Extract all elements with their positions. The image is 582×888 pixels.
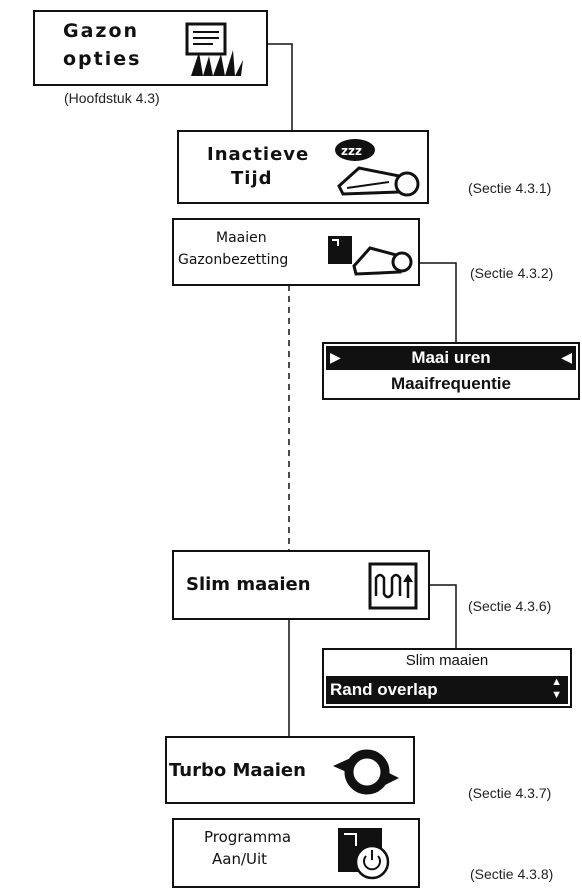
maaien-caption: (Sectie 4.3.2) [470,265,554,281]
slim-sub-title: Slim maaien [405,652,489,669]
inactieve-caption: (Sectie 4.3.1) [468,180,552,196]
slim-label: Slim maaien [186,574,311,595]
programma-caption: (Sectie 4.3.8) [470,866,554,882]
maaifrequentie-label[interactable]: Maaifrequentie [391,374,511,393]
inactieve-line1: Inactieve [207,144,310,165]
turbo-label: Turbo Maaien [169,760,306,781]
maai-uren-label: Maai uren [411,348,491,367]
grass-doc-icon [185,22,243,76]
updown-arrows-icon[interactable]: ▲▼ [551,676,562,701]
rand-overlap-label: Rand overlap [330,680,438,699]
programma-line1: Programma [204,828,292,846]
right-arrow-icon: ◀ [561,349,572,365]
selected-row[interactable]: ▶ Maai uren ◀ [326,346,576,370]
maaien-line2: Gazonbezetting [178,252,289,268]
maai-uren-lcd[interactable]: ▶ Maai uren ◀ Maaifrequentie [322,342,580,400]
calendar-power-icon [338,828,390,880]
sleeping-mower-icon: zzz [335,139,420,197]
turbo-swirl-icon [333,749,399,795]
turbo-caption: (Sectie 4.3.7) [468,785,552,801]
calendar-mower-icon [328,236,413,276]
programma-box[interactable]: Programma Aan/Uit [172,818,420,888]
slim-maaien-box[interactable]: Slim maaien [172,550,430,620]
inactieve-line2: Tijd [231,168,273,189]
maaien-gazonbezetting-box[interactable]: Maaien Gazonbezetting [172,218,420,286]
slim-caption: (Sectie 4.3.6) [468,598,552,614]
turbo-maaien-box[interactable]: Turbo Maaien [165,736,415,804]
left-arrow-icon: ▶ [330,349,341,365]
rand-overlap-row[interactable]: Rand overlap ▲▼ [326,676,568,704]
programma-line2: Aan/Uit [212,850,268,868]
gazon-caption: (Hoofdstuk 4.3) [64,90,160,106]
inactieve-tijd-box[interactable]: Inactieve Tijd zzz [177,130,429,204]
wave-cycle-icon [368,562,418,610]
gazon-line2: opties [63,48,142,70]
gazon-opties-box[interactable]: Gazon opties [33,10,268,86]
gazon-line1: Gazon [63,20,140,42]
svg-text:zzz: zzz [341,144,362,158]
maaien-line1: Maaien [216,230,267,246]
slim-sub-lcd[interactable]: Slim maaien Rand overlap ▲▼ [322,648,572,708]
